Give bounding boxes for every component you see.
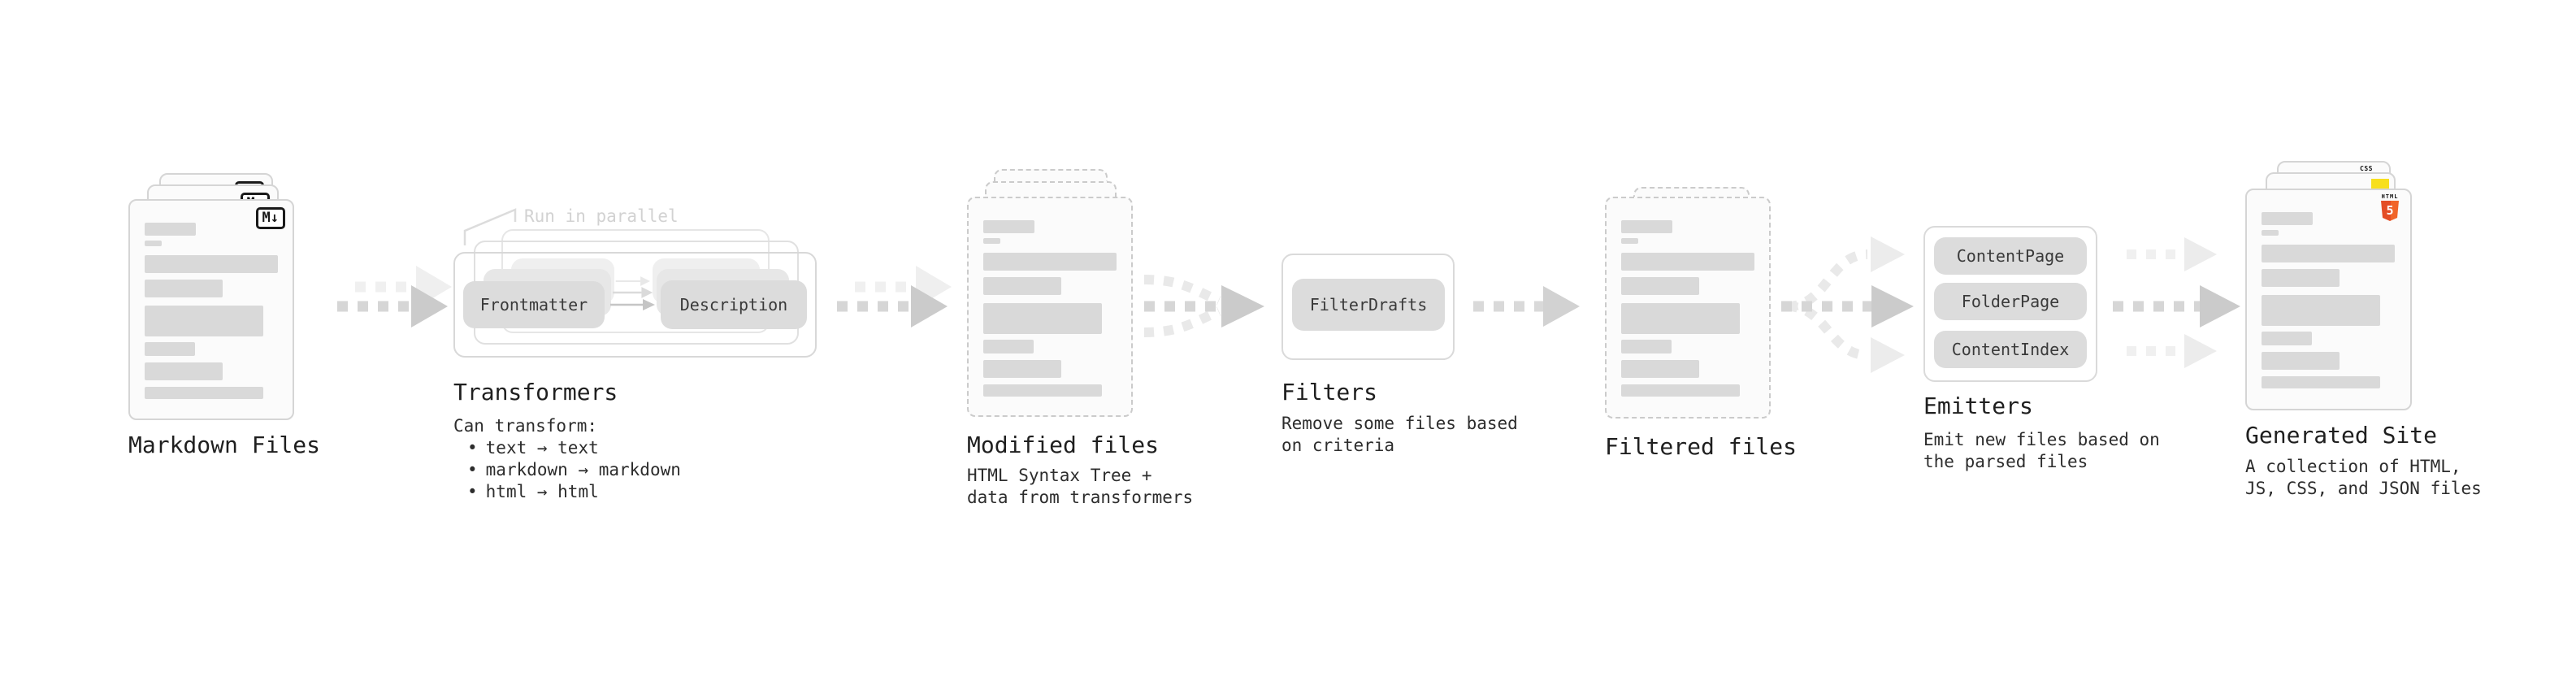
markdown-files-title: Markdown Files xyxy=(128,432,321,458)
doc-text-bars xyxy=(983,220,1117,397)
transformers-note: Can transform: • text → text • markdown … xyxy=(453,415,681,503)
generated-doc-front: HTML 5 xyxy=(2245,189,2412,410)
markdown-icon: M↓ xyxy=(255,207,285,229)
bullet-marker: • xyxy=(467,460,478,479)
emitters-title: Emitters xyxy=(1923,393,2033,419)
filtered-doc-front xyxy=(1605,197,1771,419)
arrow-emitters-to-generated xyxy=(2113,237,2240,368)
folderpage-button: FolderPage xyxy=(1934,283,2087,320)
bullet-marker: • xyxy=(467,438,478,458)
note-title: Can transform: xyxy=(453,416,598,436)
transform-arrow-icon xyxy=(615,276,650,286)
modified-files-subtitle: HTML Syntax Tree + data from transformer… xyxy=(967,466,1194,507)
html5-icon: HTML 5 xyxy=(2379,193,2400,221)
transformers-title: Transformers xyxy=(453,379,618,406)
arrow-transformers-to-modified xyxy=(837,266,952,327)
generated-site-subtitle: A collection of HTML, JS, CSS, and JSON … xyxy=(2245,457,2482,498)
filtered-files-title: Filtered files xyxy=(1605,433,1798,460)
note-bullet-line: • html → html xyxy=(467,482,599,501)
transform-arrow-icon xyxy=(609,299,655,310)
filters-subtitle: Remove some files based on criteria xyxy=(1281,414,1518,455)
javascript-icon xyxy=(2371,179,2389,190)
contentpage-button: ContentPage xyxy=(1934,237,2087,275)
arrow-filtered-to-emitters xyxy=(1781,236,1914,373)
description-button: Description xyxy=(661,280,807,329)
contentindex-button: ContentIndex xyxy=(1934,331,2087,368)
bullet-marker: • xyxy=(467,482,478,501)
frontmatter-button: Frontmatter xyxy=(463,281,605,328)
note-bullet-line: • text → text xyxy=(467,438,599,458)
doc-text-bars xyxy=(1621,220,1754,397)
emitters-subtitle: Emit new files based on the parsed files xyxy=(1923,430,2160,471)
arrow-filters-to-filtered xyxy=(1473,286,1580,327)
markdown-doc-front: M↓ xyxy=(128,199,294,420)
arrow-modified-to-filters xyxy=(1143,275,1264,337)
doc-text-bars xyxy=(145,223,278,399)
parallel-leader-line xyxy=(463,208,517,245)
emitters-card xyxy=(1923,226,2097,382)
filters-card xyxy=(1281,254,1455,360)
filters-title: Filters xyxy=(1281,379,1378,406)
note-bullet-line: • markdown → markdown xyxy=(467,460,681,479)
doc-text-bars xyxy=(2262,212,2395,388)
filterdrafts-button: FilterDrafts xyxy=(1292,279,1445,331)
modified-files-title: Modified files xyxy=(967,432,1160,458)
transformer-card-front: Frontmatter Description xyxy=(453,252,817,358)
transform-arrow-icon xyxy=(613,287,653,298)
generated-site-title: Generated Site xyxy=(2245,422,2438,449)
modified-doc-front xyxy=(967,197,1133,417)
arrow-markdown-to-transformers xyxy=(337,266,452,327)
run-in-parallel-label: Run in parallel xyxy=(524,206,679,226)
